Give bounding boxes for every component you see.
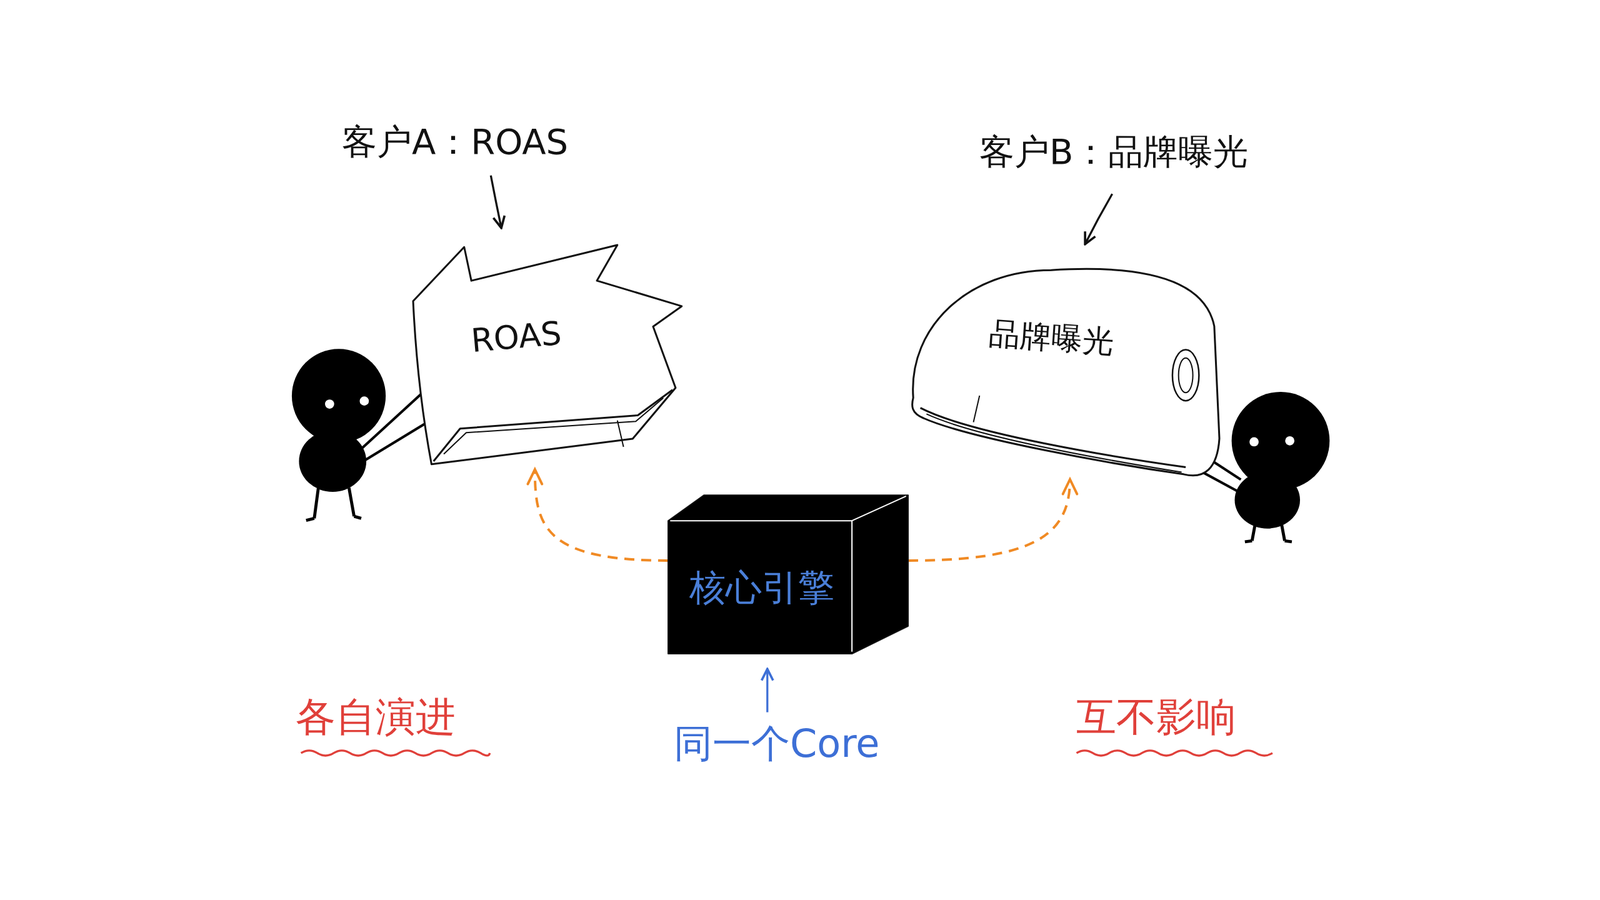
annotation-label: 同一个Core xyxy=(673,717,880,770)
connector-line xyxy=(908,479,1070,561)
outline-part xyxy=(926,413,1182,472)
node-text: 核心引擎 xyxy=(689,563,835,613)
annotation-label: 客户B：品牌曝光 xyxy=(979,128,1249,177)
outline-part xyxy=(617,420,624,447)
connector-line xyxy=(535,469,669,561)
outline-part xyxy=(443,398,664,455)
shape-outline xyxy=(908,265,1220,480)
dashed-connector xyxy=(528,469,669,561)
leader-arrow xyxy=(1085,193,1112,243)
outline-part xyxy=(912,268,1220,476)
wavy-underline xyxy=(1076,750,1272,756)
arrow-head xyxy=(1063,479,1078,494)
arrow-head xyxy=(528,469,543,484)
annotation-label: 互不影响 xyxy=(1076,690,1237,745)
annotation-label: 各自演进 xyxy=(295,690,456,745)
outline-part xyxy=(1172,350,1199,402)
outline-part xyxy=(413,245,682,465)
dashed-connector xyxy=(908,479,1077,561)
wavy-underline xyxy=(301,750,490,756)
outline-part xyxy=(670,496,906,652)
engine-box: 核心引擎 xyxy=(668,493,909,654)
roas-shape: ROAS xyxy=(413,245,684,470)
outline-part xyxy=(973,395,980,422)
outline-part xyxy=(920,408,1187,468)
node-text: ROAS xyxy=(469,314,563,360)
outline-part xyxy=(668,495,909,654)
brand-shape: 品牌曝光 xyxy=(908,265,1220,480)
outline-part xyxy=(433,390,673,462)
leader-arrow xyxy=(490,175,501,227)
node-text: 品牌曝光 xyxy=(987,312,1115,364)
shape-outline xyxy=(413,245,684,470)
leader-arrow xyxy=(766,670,769,713)
outline-part xyxy=(1178,358,1194,394)
annotation-label: 客户A：ROAS xyxy=(341,118,569,167)
